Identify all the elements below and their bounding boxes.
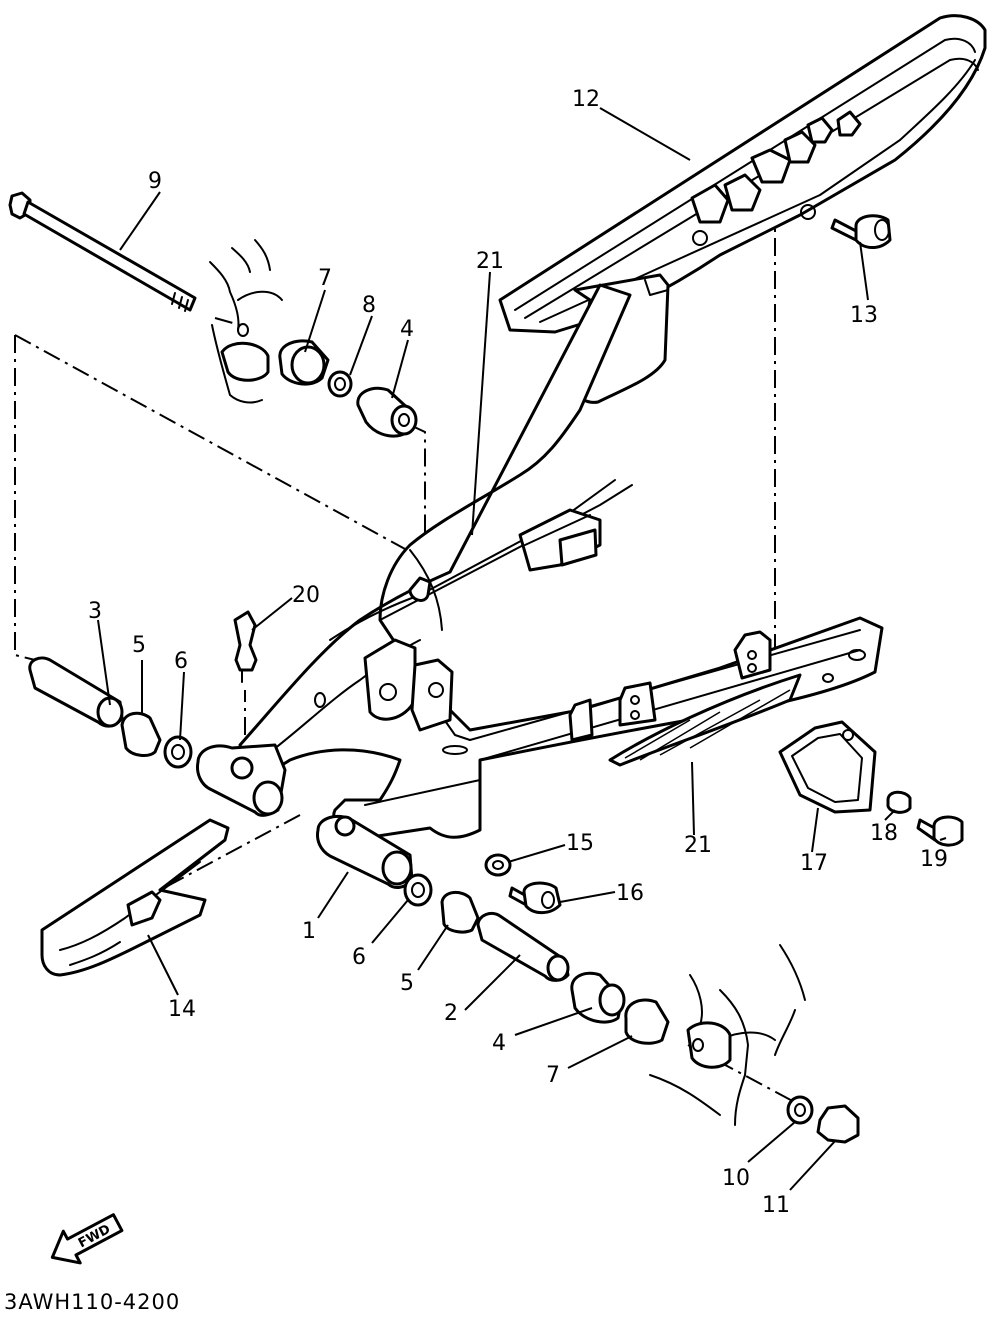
callout-20: 20 <box>292 583 320 608</box>
callout-13: 13 <box>850 303 878 328</box>
bolt-16 <box>508 881 562 915</box>
pivot-shaft-bolt <box>8 191 197 312</box>
callout-4-upper: 4 <box>400 317 414 342</box>
washer-upper <box>327 370 353 398</box>
callout-4-lower: 4 <box>492 1031 506 1056</box>
callout-labels: 9 7 8 4 12 13 21 20 3 5 6 21 17 18 19 15… <box>88 87 948 1218</box>
callout-17: 17 <box>800 851 828 876</box>
callout-21-upper: 21 <box>476 249 504 274</box>
callout-7-lower: 7 <box>546 1063 560 1088</box>
callout-14: 14 <box>168 997 196 1022</box>
collar-lower <box>624 998 670 1045</box>
bushing-lower <box>570 971 626 1024</box>
plate-17 <box>778 720 877 814</box>
forward-arrow-icon: FWD <box>50 1213 124 1265</box>
bushing-5-left <box>120 711 162 757</box>
leader-lines <box>97 107 947 1191</box>
seal-6-right <box>403 873 433 907</box>
nut-11 <box>816 1104 860 1144</box>
callout-21-lower: 21 <box>684 833 712 858</box>
callout-16: 16 <box>616 881 644 906</box>
callout-5-right: 5 <box>400 971 414 996</box>
collar-upper <box>278 339 330 386</box>
seal-6-left <box>163 735 193 769</box>
callout-5-left: 5 <box>132 633 146 658</box>
swingarm <box>238 283 884 840</box>
callout-10: 10 <box>722 1166 750 1191</box>
callout-12: 12 <box>572 87 600 112</box>
callout-9: 9 <box>148 169 162 194</box>
bolt-18 <box>886 790 912 814</box>
callout-7-upper: 7 <box>318 266 332 291</box>
bolt-19 <box>916 815 964 847</box>
frame-mount-lower <box>649 944 806 1126</box>
chain-slider <box>40 818 230 977</box>
frame-mount-upper <box>209 239 283 404</box>
callout-3: 3 <box>88 599 102 624</box>
callout-2: 2 <box>444 1001 458 1026</box>
bushing-5-right <box>440 891 480 934</box>
chain-cover <box>498 14 987 404</box>
washer-15 <box>484 853 512 877</box>
washer-10 <box>786 1095 814 1125</box>
long-collar-right <box>476 911 570 982</box>
callout-6-left: 6 <box>174 649 188 674</box>
callout-19: 19 <box>920 847 948 872</box>
bushing-upper <box>356 386 418 438</box>
drawing-code: 3AWH110-4200 <box>4 1290 180 1314</box>
callout-8: 8 <box>362 293 376 318</box>
pivot-tube-left <box>196 743 287 817</box>
grease-nipple <box>233 610 258 683</box>
callout-15: 15 <box>566 831 594 856</box>
callout-1: 1 <box>302 919 316 944</box>
callout-6-right: 6 <box>352 945 366 970</box>
callout-11: 11 <box>762 1193 790 1218</box>
callout-18: 18 <box>870 821 898 846</box>
cover-bolt <box>830 214 892 249</box>
pivot-tube-right <box>316 814 414 889</box>
